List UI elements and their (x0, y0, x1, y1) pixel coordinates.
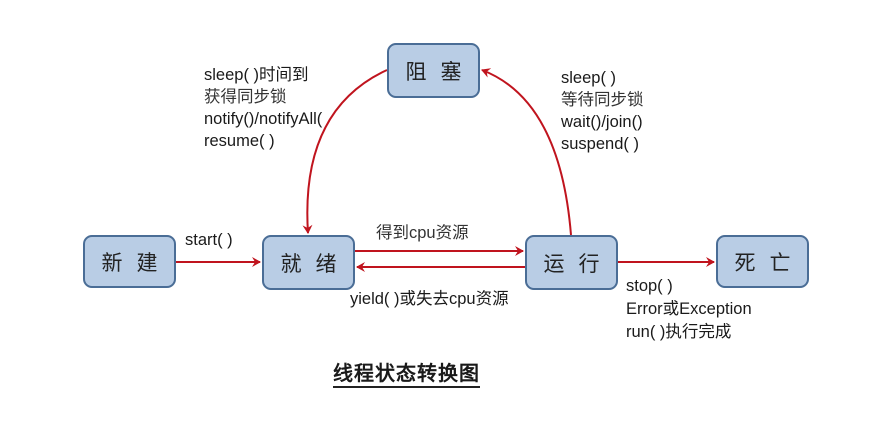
label-running-to-blocked: sleep( ) 等待同步锁 wait()/join() suspend( ) (561, 67, 644, 155)
label-line: Error或Exception (626, 300, 752, 318)
label-blocked-to-ready: sleep( )时间到 获得同步锁 notify()/notifyAll( re… (204, 64, 322, 152)
state-ready-label: 就绪 (280, 251, 351, 276)
label-line: run( )执行完成 (626, 323, 732, 341)
state-ready: 就绪 (262, 235, 355, 290)
label-new-to-ready: start( ) (185, 231, 233, 249)
label-line: resume( ) (204, 132, 275, 150)
diagram-title: 线程状态转换图 (333, 361, 480, 388)
state-new: 新建 (83, 235, 176, 288)
label-running-to-dead: stop( ) Error或Exception run( )执行完成 (626, 275, 752, 344)
label-line: 获得同步锁 (204, 88, 287, 106)
label-line: 等待同步锁 (561, 91, 644, 109)
label-line: wait()/join() (561, 113, 643, 131)
state-dead-label: 死亡 (734, 250, 805, 275)
label-line: sleep( )时间到 (204, 66, 309, 84)
state-blocked-label: 阻塞 (405, 59, 476, 84)
arrow-running-to-blocked (481, 68, 572, 236)
state-new-label: 新建 (101, 250, 172, 275)
label-line: stop( ) (626, 277, 673, 295)
arrow-blocked-to-ready (302, 69, 388, 234)
label-line: sleep( ) (561, 69, 617, 87)
label-line: notify()/notifyAll( (204, 110, 323, 128)
label-line: suspend( ) (561, 135, 639, 153)
state-running: 运行 (525, 235, 618, 290)
state-blocked: 阻塞 (387, 43, 480, 98)
state-running-label: 运行 (543, 251, 614, 276)
state-dead: 死亡 (716, 235, 809, 288)
label-running-to-ready: yield( )或失去cpu资源 (350, 290, 509, 308)
label-ready-to-running: 得到cpu资源 (376, 224, 469, 242)
